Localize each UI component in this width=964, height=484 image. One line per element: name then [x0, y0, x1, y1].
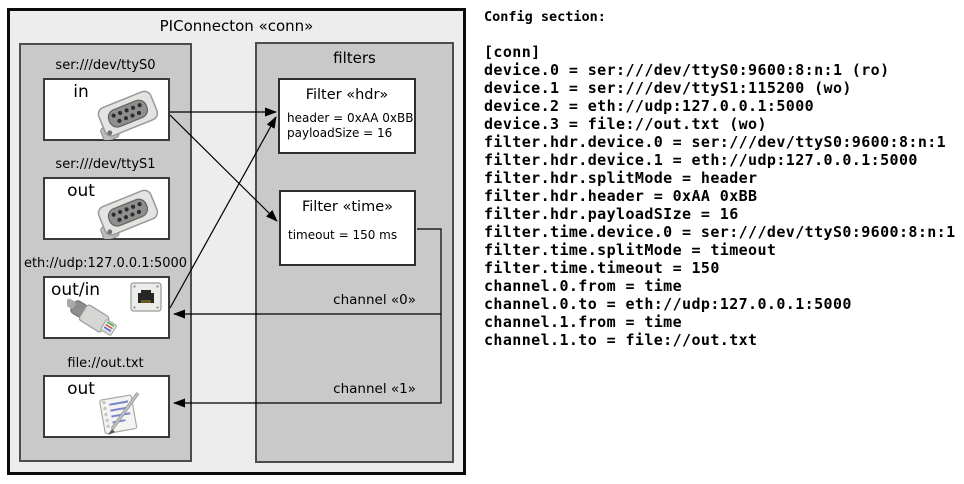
device-label-ttys0: ser:///dev/ttyS0 [55, 58, 156, 73]
config-line: filter.time.device.0 = ser:///dev/ttyS0:… [484, 223, 956, 241]
filter-time-box: Filter «time» timeout = 150 ms [279, 190, 416, 266]
config-line: channel.0.to = eth://udp:127.0.0.1:5000 [484, 295, 852, 313]
filter-hdr-title: Filter «hdr» [305, 87, 389, 103]
device-direction: out [67, 379, 95, 399]
config-line: filter.time.timeout = 150 [484, 259, 720, 277]
filter-time-properties: timeout = 150 ms [288, 228, 397, 243]
filter-property: payloadSize = 16 [287, 126, 393, 140]
config-line: filter.time.splitMode = timeout [484, 241, 777, 259]
filter-property: timeout = 150 ms [288, 228, 398, 242]
config-line: device.0 = ser:///dev/ttyS0:9600:8:n:1 (… [484, 61, 890, 79]
config-line: filter.hdr.payloadSIze = 16 [484, 205, 739, 223]
diagram-title: PIConnecton «conn» [159, 17, 314, 35]
devices-group: ser:///dev/ttyS0 in [19, 43, 192, 462]
device-label-file: file://out.txt [67, 356, 144, 371]
ethernet-plug-icon [67, 298, 117, 336]
device-label-eth: eth://udp:127.0.0.1:5000 [23, 256, 188, 271]
config-line: filter.hdr.header = 0xAA 0xBB [484, 187, 758, 205]
filters-group: filters Filter «hdr» header = 0xAA 0xBB … [255, 42, 454, 463]
device-direction: in [73, 82, 89, 102]
channel-1-label: channel «1» [333, 381, 416, 397]
config-heading: Config section: [484, 9, 606, 25]
piconnecton-box: PIConnecton «conn» ser:///dev/ttyS0 in [7, 8, 466, 475]
device-direction: out [67, 181, 95, 201]
device-box-ttys0: in [43, 78, 170, 141]
device-box-ttys1: out [43, 177, 170, 240]
device-box-file: out [43, 375, 170, 438]
ethernet-port-icon [130, 282, 162, 312]
channel-0-label: channel «0» [333, 292, 416, 308]
filter-property: header = 0xAA 0xBB [287, 111, 414, 125]
config-line: channel.1.to = file://out.txt [484, 331, 758, 349]
filter-time-title: Filter «time» [301, 199, 394, 215]
config-panel: Config section: [conn] device.0 = ser://… [484, 8, 962, 349]
config-line: filter.hdr.splitMode = header [484, 169, 758, 187]
device-label-ttys1: ser:///dev/ttyS1 [55, 157, 156, 172]
config-line: filter.hdr.device.1 = eth://udp:127.0.0.… [484, 151, 918, 169]
config-line: filter.hdr.device.0 = ser:///dev/ttyS0:9… [484, 133, 947, 151]
config-line: [conn] [484, 43, 541, 61]
config-line: channel.1.from = time [484, 313, 683, 331]
config-line: device.2 = eth://udp:127.0.0.1:5000 [484, 97, 815, 115]
config-line: channel.0.from = time [484, 277, 683, 295]
device-box-eth: out/in [43, 276, 170, 339]
config-line: device.1 = ser:///dev/ttyS1:115200 (wo) [484, 79, 852, 97]
filters-group-title: filters [333, 49, 376, 67]
config-line: device.3 = file://out.txt (wo) [484, 115, 767, 133]
device-direction: out/in [51, 280, 101, 300]
filter-hdr-box: Filter «hdr» header = 0xAA 0xBB payloadS… [278, 78, 416, 154]
filter-hdr-properties: header = 0xAA 0xBB payloadSize = 16 [287, 111, 413, 141]
